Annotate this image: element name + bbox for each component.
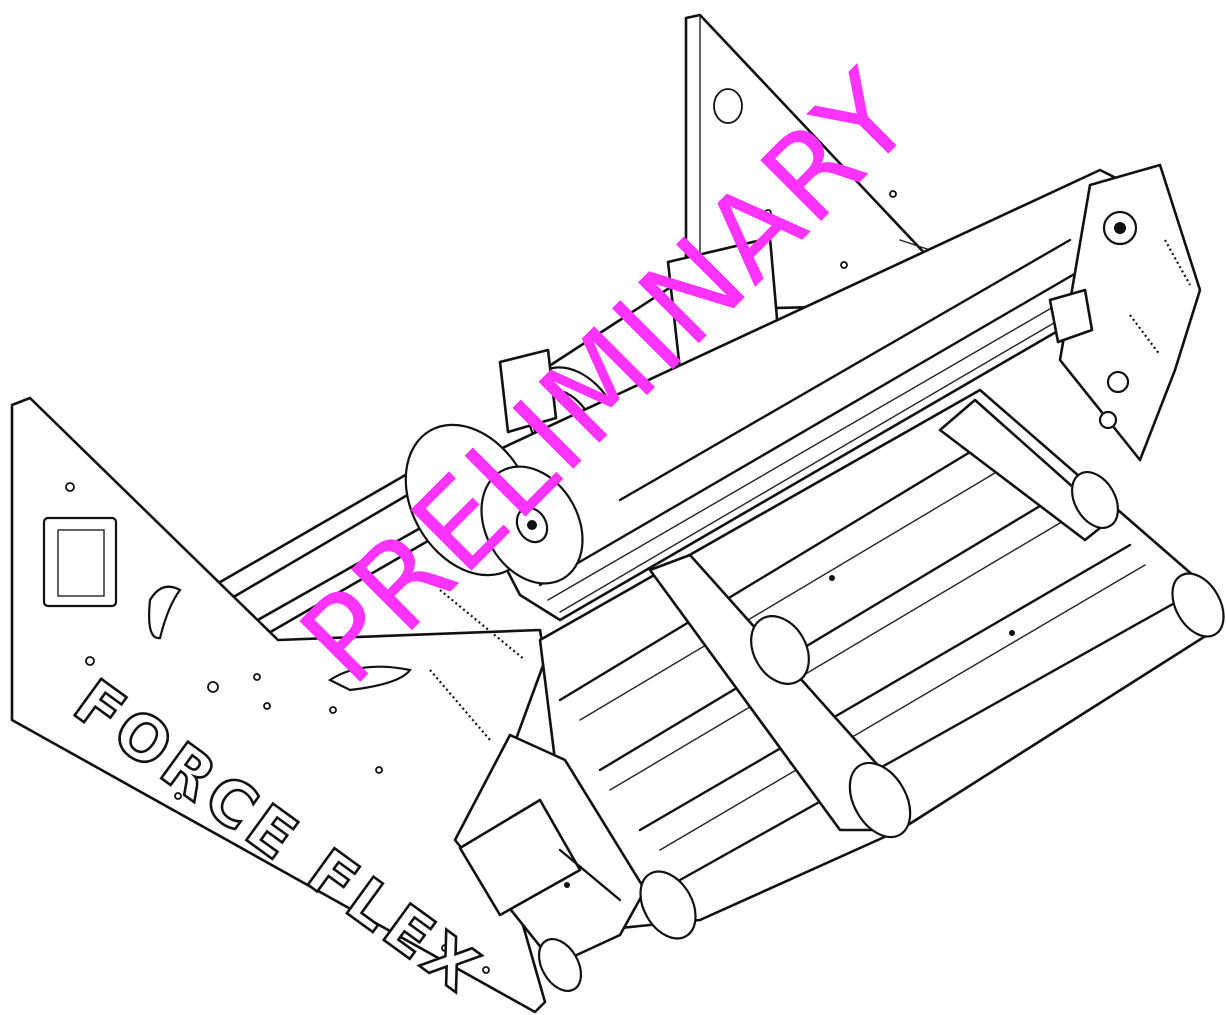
belt-rails [648, 398, 1225, 839]
tension-springs [327, 589, 526, 741]
right-end-bracket [1048, 163, 1202, 462]
pulley [639, 870, 697, 940]
pulley [1070, 471, 1120, 529]
front-motor-bracket [453, 733, 697, 992]
access-window [42, 516, 118, 608]
lower-conveyor-frame [538, 388, 1217, 932]
pulley [1171, 572, 1225, 638]
plate-hole [713, 88, 743, 124]
adjust-slot [148, 585, 182, 640]
pulley [848, 761, 912, 839]
pulley [537, 938, 583, 992]
front-drive-pulley [404, 423, 584, 585]
pulley [750, 615, 810, 685]
